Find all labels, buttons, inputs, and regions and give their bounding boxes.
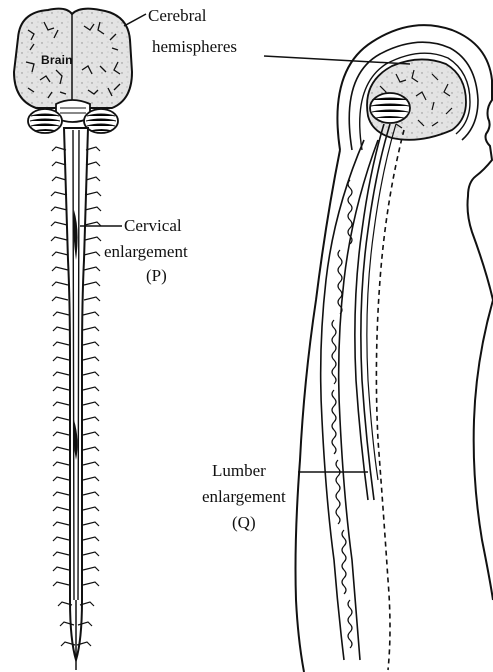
- cervical-label-line1: Cervical: [124, 216, 182, 236]
- cerebral-leader-left: [124, 14, 146, 26]
- cervical-label-line3: (P): [146, 266, 167, 286]
- lumbar-label-line3: (Q): [232, 513, 256, 533]
- cervical-label-line2: enlargement: [104, 242, 188, 262]
- cerebral-leader-right: [264, 56, 410, 64]
- cerebral-label-line1: Cerebral: [148, 6, 207, 26]
- side-view: [264, 25, 493, 672]
- lumbar-label-line2: enlargement: [202, 487, 286, 507]
- spinal-cord: [64, 128, 88, 660]
- lumbar-label-line1: Lumber: [212, 461, 266, 481]
- cerebral-label-line2: hemispheres: [152, 37, 237, 57]
- brain-label: Brain: [41, 53, 73, 67]
- front-view: [14, 9, 146, 670]
- front-brain-outline: [14, 9, 132, 108]
